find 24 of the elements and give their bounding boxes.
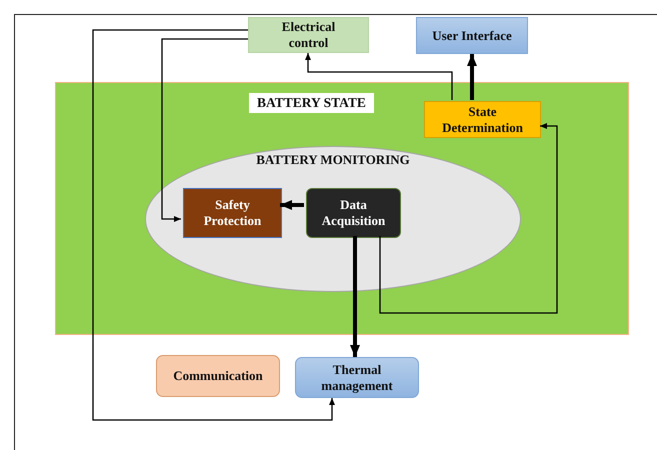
process-box (156, 355, 280, 397)
arrow (92, 29, 335, 421)
box-label: Electrical control (280, 19, 336, 51)
process-box (416, 17, 528, 54)
box-label: Safety Protection (202, 197, 262, 229)
box-label: Communication (173, 368, 263, 384)
process-box (248, 17, 369, 53)
group-panel (55, 82, 629, 335)
process-box (424, 101, 541, 138)
arrow (305, 53, 453, 100)
process-box (295, 357, 419, 398)
box-label: State Determination (441, 104, 524, 136)
box-label: Data Acquisition (320, 197, 386, 229)
group-title: BATTERY MONITORING (255, 152, 411, 168)
arrow (350, 236, 360, 357)
box-label: User Interface (432, 28, 512, 44)
box-label: Thermal management (320, 362, 394, 394)
arrow (379, 123, 558, 314)
arrow (280, 200, 304, 210)
process-box (306, 188, 401, 238)
arrow (467, 54, 477, 100)
process-box (183, 188, 282, 238)
panel-title: BATTERY STATE (249, 93, 374, 113)
arrow (161, 38, 248, 222)
